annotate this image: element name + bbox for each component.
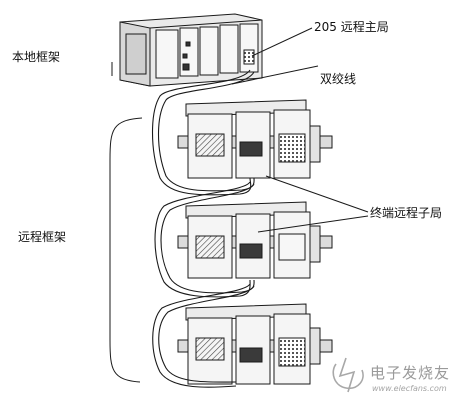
remote-rack-2 xyxy=(177,201,333,279)
watermark-url: www.elecfans.com xyxy=(372,384,447,393)
remote-rack-3 xyxy=(177,303,333,385)
leader-lines xyxy=(231,27,369,233)
label-master: 205 远程主局 xyxy=(314,20,389,34)
remote-rack-bracket xyxy=(109,117,143,383)
watermark-title: 电子发烧友 xyxy=(370,364,451,382)
label-twisted-pair: 双绞线 xyxy=(320,72,357,86)
watermark-logo xyxy=(332,357,364,393)
local-plc-rack xyxy=(111,13,263,87)
label-local-rack: 本地框架 xyxy=(12,50,61,64)
twisted-pair-cable xyxy=(151,69,255,388)
label-remote-rack: 远程框架 xyxy=(18,230,67,244)
label-terminal-slave: 终端远程子局 xyxy=(370,206,443,220)
remote-rack-1 xyxy=(177,99,333,179)
